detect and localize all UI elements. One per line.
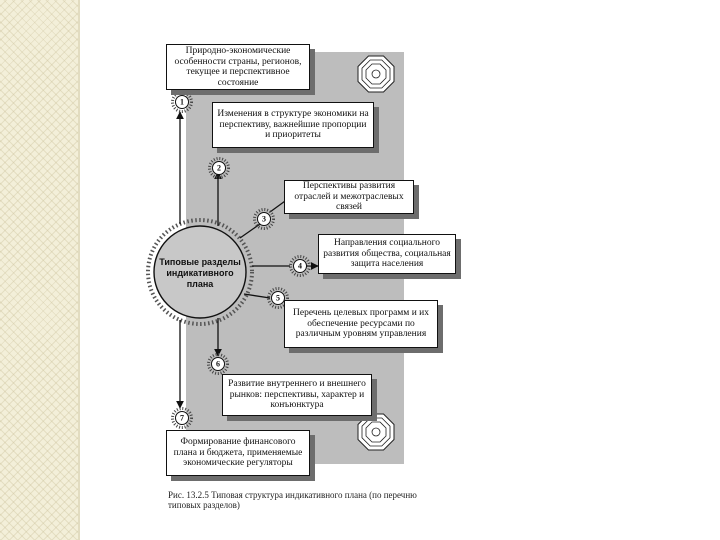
step-number: 7 <box>180 414 184 423</box>
center-node-label: Типовые разделы индикативного плана <box>156 246 244 300</box>
step-number: 3 <box>262 215 266 224</box>
step-number: 6 <box>216 360 220 369</box>
step-2-text: Изменения в структуре экономики на персп… <box>217 109 369 141</box>
step-number: 5 <box>276 294 280 303</box>
step-7-box: Формирование финансового плана и бюджета… <box>166 430 310 476</box>
step-5-box: Перечень целевых программ и их обеспечен… <box>284 300 438 348</box>
step-number: 4 <box>298 262 302 271</box>
step-3-text: Перспективы развития отраслей и межотрас… <box>289 181 409 213</box>
step-5-text: Перечень целевых программ и их обеспечен… <box>289 308 433 340</box>
step-number: 2 <box>217 164 221 173</box>
step-4-box: Направления социального развития обществ… <box>318 234 456 274</box>
step-1-text: Природно-экономические особенности стран… <box>171 46 305 88</box>
step-6-box: Развитие внутреннего и внешнего рынков: … <box>222 374 372 416</box>
figure-caption: Рис. 13.2.5 Типовая структура индикативн… <box>168 490 448 510</box>
step-4-text: Направления социального развития обществ… <box>323 238 451 270</box>
octagon-ornament-icon <box>358 56 394 92</box>
step-6-text: Развитие внутреннего и внешнего рынков: … <box>227 379 367 411</box>
octagon-ornament-icon <box>358 414 394 450</box>
step-number: 1 <box>180 98 184 107</box>
step-3-box: Перспективы развития отраслей и межотрас… <box>284 180 414 214</box>
step-2-box: Изменения в структуре экономики на персп… <box>212 102 374 148</box>
step-7-text: Формирование финансового плана и бюджета… <box>171 437 305 469</box>
step-1-box: Природно-экономические особенности стран… <box>166 44 310 90</box>
